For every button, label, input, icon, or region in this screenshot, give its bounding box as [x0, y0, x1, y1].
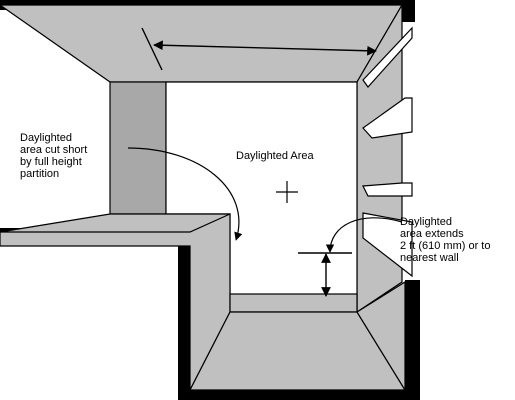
label-daylighted-area: Daylighted Area [236, 150, 314, 162]
width-dimension [141, 27, 377, 71]
label-partition-line-1: Daylighted [20, 132, 72, 144]
right-leader-arrow [325, 217, 403, 253]
center-marker [276, 181, 298, 203]
partition-overhang [0, 213, 231, 233]
left-lower-wall [0, 213, 231, 391]
label-extension-note: Daylighted area extends 2 ft (610 mm) or… [400, 216, 490, 264]
label-extension-line-2: area extends [400, 228, 464, 240]
lower-right-wall [356, 280, 406, 393]
label-partition-note: Daylighted area cut short by full height… [20, 132, 87, 180]
label-partition-line-2: area cut short [20, 144, 88, 156]
window-openings [362, 26, 413, 278]
label-partition-line-3: by full height [20, 156, 82, 168]
label-extension-line-1: Daylighted [400, 216, 452, 228]
label-partition-line-4: partition [20, 168, 60, 180]
label-extension-line-4: nearest wall [400, 252, 459, 264]
left-leader-arrow [127, 147, 243, 241]
bottom-wall-strip [229, 293, 358, 313]
full-height-partition [109, 81, 167, 215]
label-extension-line-3: 2 ft (610 mm) or to [400, 240, 491, 252]
top-wall [0, 4, 404, 83]
extension-dimension [298, 252, 352, 297]
